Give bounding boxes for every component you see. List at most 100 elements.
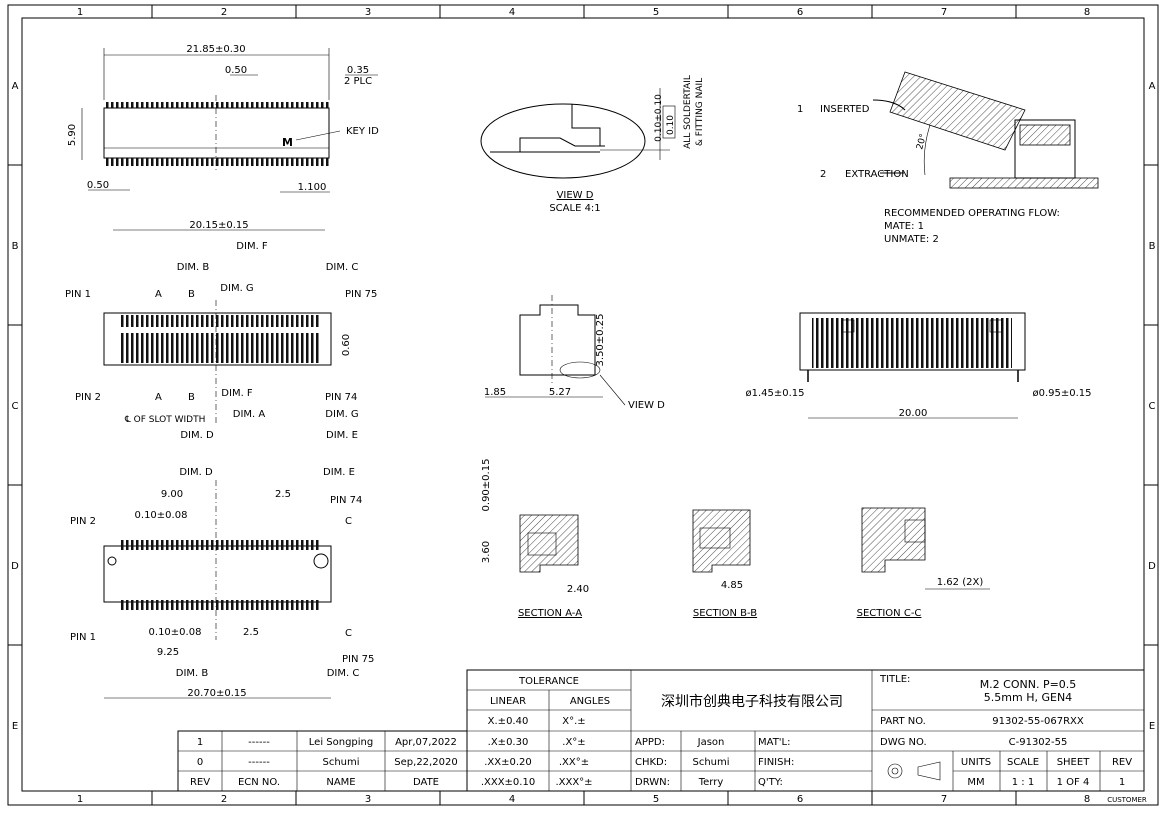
row-label-left: E [12, 721, 18, 732]
col-label-top: 5 [653, 7, 659, 18]
key-id-label: KEY ID [346, 126, 379, 137]
dim-d-label: DIM. D [180, 430, 214, 441]
bottom-tol-label: 0.10±0.08 [135, 510, 188, 521]
rev-row1-ecn: ------ [248, 757, 270, 768]
revision-table: 1 ------ Lei Songping Apr,07,2022 0 ----… [177, 730, 468, 792]
bottom-pin2-label: PIN 2 [70, 516, 96, 527]
rev-header-date: DATE [413, 777, 439, 788]
rev-header-rev: REV [190, 777, 210, 788]
flow-mate: MATE: 1 [884, 221, 924, 232]
side-width-label: 5.27 [549, 387, 571, 398]
part-no-label: PART NO. [880, 716, 926, 727]
view-d-note2: & FITTING NAIL [695, 78, 705, 146]
bottom-dim-d-label: DIM. D [179, 467, 213, 478]
section-bb-w: 4.85 [721, 580, 743, 591]
bottom-c2-marker: C [345, 628, 352, 639]
tol-angle-1: .X°± [562, 737, 585, 748]
edge-label: 0.35 [347, 65, 369, 76]
top-height-label: 0.60 [341, 334, 352, 356]
bottom-contacts-lower [120, 600, 320, 610]
section-aa-label: SECTION A-A [518, 608, 582, 619]
col-label-bottom: 5 [653, 794, 659, 805]
section-b-marker-bottom: B [188, 392, 195, 403]
dim-c-label: DIM. C [326, 262, 359, 273]
side-view-d-label: VIEW D [628, 400, 665, 411]
step1-label: INSERTED [820, 104, 870, 115]
tol-linear-3: .XXX±0.10 [481, 777, 535, 788]
top-overall-label: 20.15±0.15 [189, 220, 248, 231]
side-view: VIEW D 3.50±0.25 1.85 5.27 [484, 295, 665, 411]
pin75-label: PIN 75 [345, 289, 377, 300]
sheet-value: 1 OF 4 [1057, 777, 1090, 788]
projection-icon [887, 763, 903, 779]
front-body [799, 312, 1026, 371]
row-label-right: E [1149, 721, 1155, 732]
dwg-no-value: C-91302-55 [1009, 737, 1068, 748]
bottom-body [103, 545, 332, 603]
bottom-pin1-label: PIN 1 [70, 632, 96, 643]
section-cc-w: 1.62 (2X) [937, 577, 984, 588]
outer-border [7, 4, 1159, 806]
tol-angle-0: X°.± [562, 716, 585, 727]
section-a-marker: A [155, 289, 162, 300]
rev-row0-ecn: ------ [248, 737, 270, 748]
customer-label: CUSTOMER [1107, 796, 1147, 804]
flow-title: RECOMMENDED OPERATING FLOW: [884, 208, 1060, 219]
insert-angle: 20° [915, 133, 929, 151]
tol-linear-2: .XX±0.20 [484, 757, 532, 768]
col-label-bottom: 2 [221, 794, 227, 805]
dim-f2-label: DIM. F [221, 388, 253, 399]
col-label-top: 8 [1084, 7, 1090, 18]
view-d-title: VIEW D [557, 190, 594, 201]
bottom-overall-label: 20.70±0.15 [187, 688, 246, 699]
pin2-label: PIN 2 [75, 392, 101, 403]
rev-header-ecn: ECN NO. [238, 777, 280, 788]
left-offset-label: 0.50 [87, 180, 109, 191]
tol-angle-3: .XXX°± [555, 777, 592, 788]
col-label-top: 2 [221, 7, 227, 18]
col-label-bottom: 1 [77, 794, 83, 805]
view-d-flatness: 0.10 [666, 115, 676, 135]
chkd-label: CHKD: [635, 757, 667, 768]
slot-centerline-label: ℄ OF SLOT WIDTH [124, 415, 205, 425]
title-line1: M.2 CONN. P=0.5 [980, 678, 1077, 691]
dwg-no-label: DWG NO. [880, 737, 927, 748]
mount-hole-large [313, 553, 329, 569]
dim-b-label: DIM. B [177, 262, 210, 273]
bottom-dim-b-label: DIM. B [176, 668, 209, 679]
rev-label: REV [1112, 757, 1132, 768]
connector-body [103, 107, 330, 159]
rev-value: 1 [1119, 777, 1125, 788]
row-label-right: A [1149, 81, 1156, 92]
rev-row1-date: Sep,22,2020 [394, 757, 457, 768]
col-label-bottom: 3 [365, 794, 371, 805]
units-value: MM [967, 777, 984, 788]
front-width-label: 20.00 [899, 408, 928, 419]
row-label-left: D [11, 561, 19, 572]
view-d-scale: SCALE 4:1 [549, 203, 600, 214]
row-dividers [8, 164, 1158, 646]
tol-linear-0: X.±0.40 [488, 716, 529, 727]
part-no-value: 91302-55-067RXX [992, 716, 1084, 727]
view-d-note1: ALL SOLDERTAIL [683, 75, 693, 149]
rev-row0-date: Apr,07,2022 [395, 737, 457, 748]
top-body [103, 312, 332, 366]
scale-label: SCALE [1007, 757, 1039, 768]
top-contacts-lower [120, 333, 320, 363]
mount-hole-small [107, 556, 117, 566]
matl-label: MAT'L: [758, 737, 791, 748]
section-b-marker: B [188, 289, 195, 300]
bottom-pin74-label: PIN 74 [330, 495, 362, 506]
col-label-top: 1 [77, 7, 83, 18]
row-label-right: C [1149, 401, 1156, 412]
front-hole2-label: ø0.95±0.15 [1032, 388, 1091, 399]
col-label-bottom: 8 [1084, 794, 1090, 805]
bottom-view: DIM. D DIM. E 9.00 2.5 PIN 74 PIN 2 0.10… [70, 467, 374, 699]
appd-label: APPD: [635, 737, 665, 748]
top-contacts-upper [120, 315, 320, 327]
section-aa-h1: 0.90±0.15 [481, 459, 492, 512]
appd-value: Jason [697, 737, 725, 748]
front-contacts [812, 318, 1012, 368]
step1-number: 1 [797, 104, 803, 115]
